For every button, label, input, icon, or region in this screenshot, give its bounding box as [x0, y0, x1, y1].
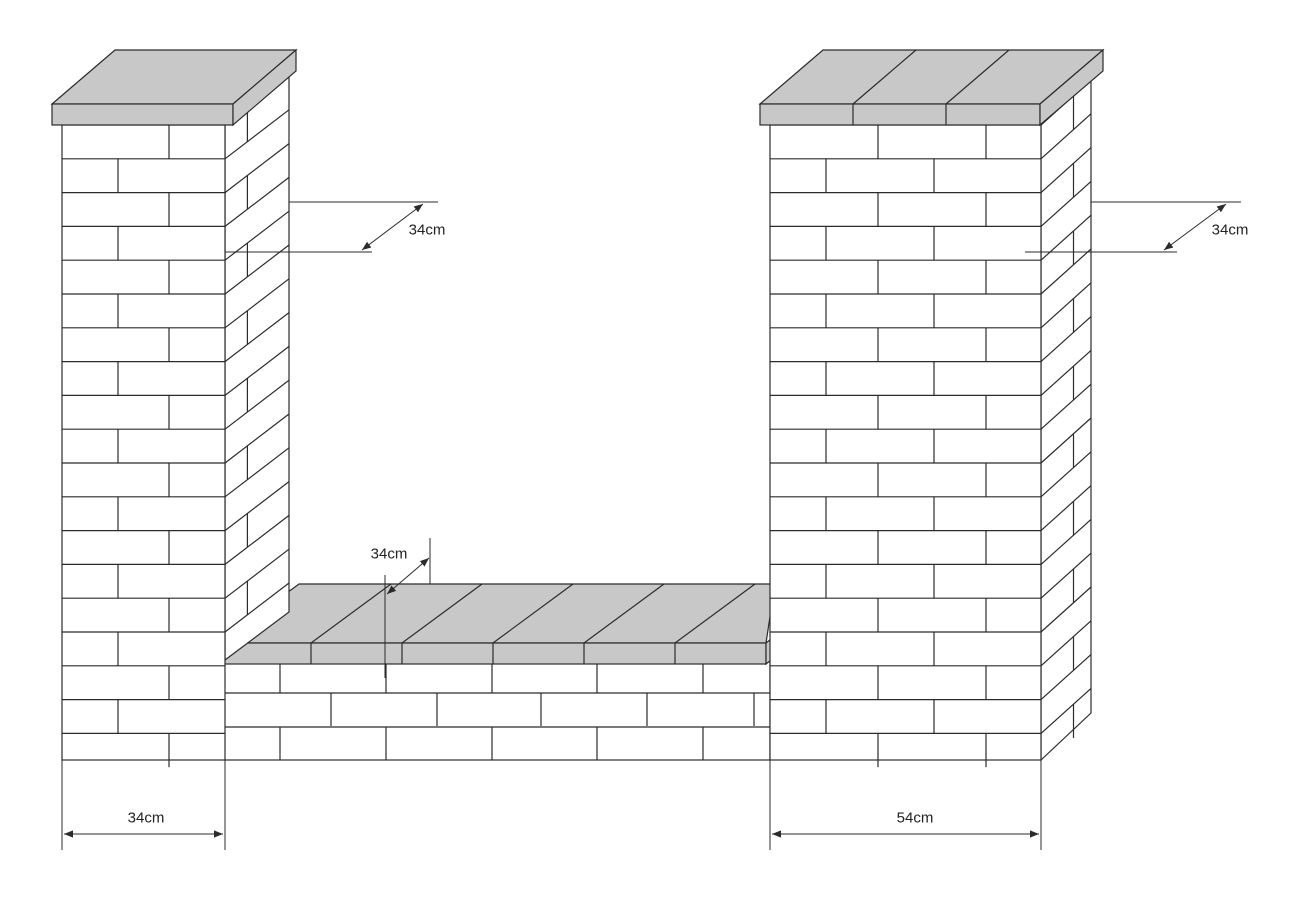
right-pillar-front-face [769, 124, 1042, 761]
left-pillar-depth-label: 34cm [408, 221, 446, 239]
right-pillar [769, 78, 1092, 768]
brick-joint [224, 548, 290, 599]
brick-joint [1040, 518, 1092, 565]
brick-joint [224, 312, 290, 363]
brick-joint [224, 514, 290, 565]
left-cap-side [232, 48, 297, 127]
right-pillar-side-bricks [1040, 95, 1092, 738]
low-wall-bricks [224, 660, 770, 760]
right-pillar-width-label: 54cm [896, 809, 934, 827]
brick-joint [224, 582, 290, 633]
cap-slab-joint [583, 583, 665, 644]
brick-joint [1040, 620, 1092, 667]
brick-joint [1040, 552, 1092, 599]
brick-joint [1040, 687, 1092, 734]
right-pillar-front-bricks [770, 125, 1041, 768]
brick-joint [224, 345, 290, 396]
brick-joint [224, 278, 290, 329]
brick-joint [1040, 180, 1092, 227]
brick-joint [224, 244, 290, 295]
cap-slab-joint [945, 49, 1010, 105]
left-pillar-side-face [224, 74, 290, 662]
cap-slab-joint [674, 583, 756, 644]
brick-joint [1040, 485, 1092, 532]
brick-joint [1040, 147, 1092, 194]
brick-joint [1040, 113, 1092, 160]
cap-slab-joint [401, 583, 483, 644]
low-wall-cap-slabs [310, 583, 756, 664]
low-wall-cap-top [217, 583, 776, 644]
left-pillar-side-bricks [224, 107, 290, 633]
cap-slab-joint [310, 583, 392, 644]
brick-joint [1040, 654, 1092, 701]
brick-joint [224, 379, 290, 430]
brick-joint [1040, 417, 1092, 464]
brick-joint [1040, 316, 1092, 363]
left-cap-front [51, 103, 234, 126]
brick-joint [1040, 248, 1092, 295]
brick-joint [1040, 383, 1092, 430]
brick-joint [1040, 349, 1092, 396]
left-pillar-width-label: 34cm [127, 809, 165, 827]
right-pillar-cap [758, 48, 1105, 127]
low-wall-front [223, 659, 771, 761]
right-pillar-side-face [1040, 78, 1092, 762]
brick-joint [1040, 282, 1092, 329]
right-depth-arrow [1163, 203, 1227, 251]
cap-slab-joint [852, 49, 917, 105]
brick-joint [224, 109, 290, 160]
brick-joint [1040, 586, 1092, 633]
brick-joint [1040, 451, 1092, 498]
left-pillar [61, 74, 290, 768]
wall-cap-depth-label: 34cm [370, 545, 408, 563]
right-cap-slabs [852, 49, 1010, 125]
low-wall-cap [217, 583, 776, 666]
brick-joint [1040, 214, 1092, 261]
low-wall [223, 659, 771, 761]
cap-slab-joint [492, 583, 574, 644]
left-pillar-cap [50, 48, 298, 127]
brick-joint [224, 413, 290, 464]
brick-joint [224, 447, 290, 498]
right-cap-front [759, 103, 1041, 126]
brick-joint [224, 143, 290, 194]
brick-joint [224, 176, 290, 227]
left-depth-arrow [361, 203, 424, 251]
cap-depth-arrow [386, 557, 430, 595]
brick-joint [224, 481, 290, 532]
right-pillar-depth-label: 34cm [1211, 221, 1249, 239]
dimension-lines [61, 201, 1241, 850]
left-pillar-front-bricks [62, 125, 225, 768]
right-cap-side [1039, 48, 1104, 127]
left-pillar-front-face [61, 124, 226, 761]
